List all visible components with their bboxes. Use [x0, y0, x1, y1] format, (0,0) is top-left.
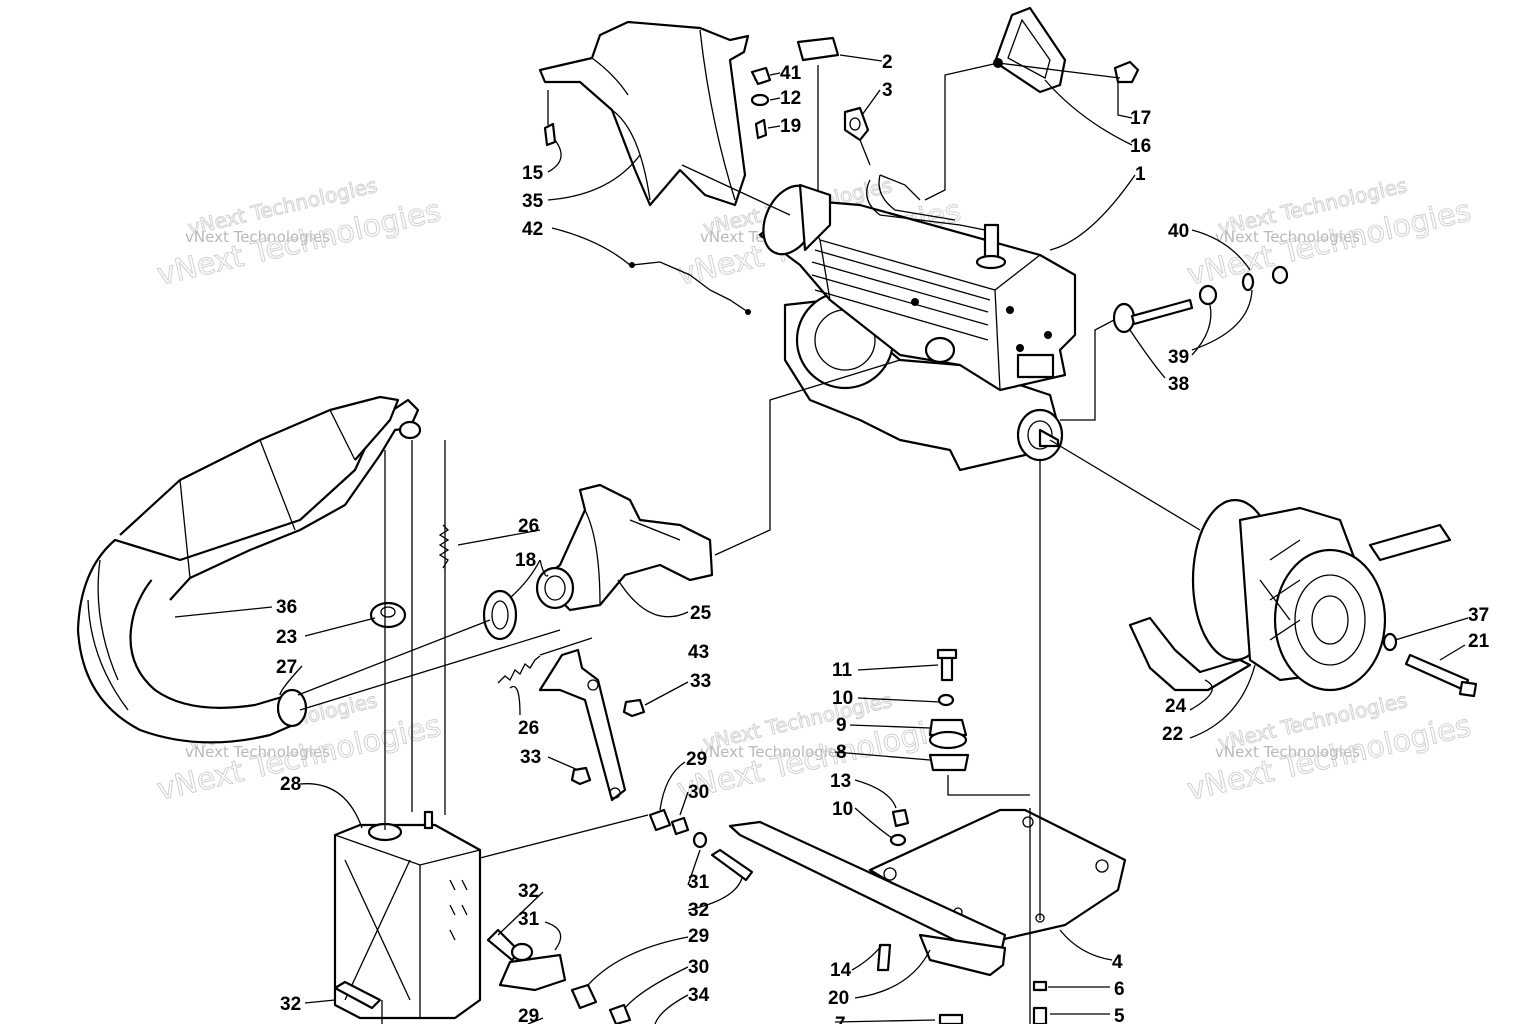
callout-38: 38 [1168, 374, 1189, 395]
callout-10b: 10 [832, 799, 853, 820]
callout-30b: 30 [688, 957, 709, 978]
mount-stack [876, 648, 1048, 1024]
callout-29a: 29 [686, 749, 707, 770]
callout-7: 7 [835, 1014, 846, 1024]
callout-32b: 32 [518, 881, 539, 902]
callout-41: 41 [780, 63, 802, 84]
callout-10a: 10 [832, 688, 853, 709]
callout-35: 35 [522, 191, 544, 212]
callout-31b: 31 [518, 909, 540, 930]
callout-37: 37 [1468, 605, 1489, 626]
watermark-text: vNext Technologies [1215, 743, 1360, 761]
callout-26a: 26 [518, 516, 539, 537]
spring-lower [497, 655, 541, 684]
callout-32a: 32 [688, 900, 709, 921]
callout-42: 42 [522, 219, 543, 240]
silencer [333, 810, 482, 1020]
watermark-text: vNext Technologies [185, 743, 330, 761]
callout-26b: 26 [518, 718, 539, 739]
leader-lines [297, 62, 1201, 1024]
callout-28: 28 [280, 774, 301, 795]
callout-23: 23 [276, 627, 297, 648]
callout-12: 12 [780, 88, 801, 109]
callout-9: 9 [836, 715, 847, 736]
callout-32c: 32 [280, 994, 301, 1015]
top-hardware [543, 36, 870, 147]
callout-2: 2 [882, 52, 893, 73]
callout-29c: 29 [518, 1006, 539, 1024]
callout-36: 36 [276, 597, 297, 618]
callout-21: 21 [1468, 631, 1490, 652]
callout-34: 34 [688, 985, 710, 1006]
callout-39: 39 [1168, 347, 1189, 368]
callout-1: 1 [1135, 164, 1146, 185]
torque-rod [728, 820, 1007, 977]
callout-27: 27 [276, 657, 297, 678]
engine-lift-bracket [993, 6, 1140, 94]
fan-shroud [538, 20, 750, 207]
callout-leaders [174, 54, 1469, 1024]
drive-clutch [1191, 498, 1478, 698]
engine-plate [868, 808, 1127, 942]
exhaust-pipe [76, 395, 422, 744]
callout-4: 4 [1112, 952, 1123, 973]
callout-11: 11 [832, 660, 853, 681]
control-arm [538, 648, 627, 802]
ground-wire [629, 261, 751, 315]
callout-20: 20 [828, 988, 849, 1009]
callout-22: 22 [1162, 724, 1183, 745]
callout-31a: 31 [688, 872, 710, 893]
callout-30a: 30 [688, 782, 709, 803]
grommet [369, 601, 407, 629]
callout-18: 18 [515, 550, 536, 571]
callout-25: 25 [690, 603, 712, 624]
callout-8: 8 [836, 742, 847, 763]
callout-labels: 1 2 3 4 5 6 7 8 9 10 11 12 13 14 15 16 1… [276, 52, 1490, 1024]
watermark-text: vNext Technologies [185, 228, 330, 246]
exhaust-gasket [482, 589, 518, 641]
spring-upper [438, 524, 450, 569]
callout-6: 6 [1114, 979, 1125, 1000]
callout-15: 15 [522, 163, 544, 184]
callout-24: 24 [1165, 696, 1187, 717]
callout-17: 17 [1130, 108, 1151, 129]
drive-belt [1128, 523, 1452, 692]
callout-3: 3 [882, 80, 893, 101]
mount-bolt-assembly [1112, 265, 1289, 334]
watermark-text: vNext Technologies [1215, 228, 1360, 246]
callout-14: 14 [830, 960, 852, 981]
callout-43: 43 [688, 642, 709, 663]
engine [758, 174, 1077, 472]
watermark-right-bottom: vNext Technologies vNext Technologies vN… [1183, 688, 1474, 809]
watermark-left-top: vNext Technologies vNext Technologies vN… [153, 173, 444, 294]
hardware-cluster [333, 698, 754, 1024]
callout-5: 5 [1114, 1006, 1125, 1024]
callout-33b: 33 [520, 747, 541, 768]
callout-40: 40 [1168, 221, 1189, 242]
exhaust-manifold [535, 483, 714, 612]
watermark-text: vNext Technologies [700, 743, 845, 761]
watermark-center-bottom: vNext Technologies vNext Technologies vN… [673, 688, 964, 809]
callout-16: 16 [1130, 136, 1151, 157]
callout-13: 13 [830, 771, 851, 792]
callout-29b: 29 [688, 926, 709, 947]
callout-19: 19 [780, 116, 801, 137]
watermark-right-top: vNext Technologies vNext Technologies vN… [1183, 173, 1474, 294]
callout-33a: 33 [690, 671, 711, 692]
